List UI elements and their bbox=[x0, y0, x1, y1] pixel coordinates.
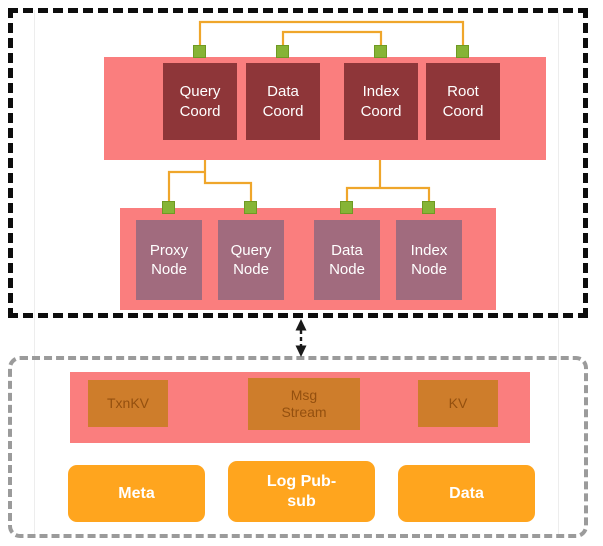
box-label: Data Coord bbox=[262, 83, 304, 120]
port-icon bbox=[422, 201, 435, 214]
box-root-coord: Root Coord bbox=[426, 63, 500, 140]
box-label: Data Node bbox=[329, 241, 365, 279]
box-label: TxnKV bbox=[106, 394, 149, 411]
box-meta: Meta bbox=[68, 465, 205, 522]
port-icon bbox=[340, 201, 353, 214]
bidirectional-arrow-icon bbox=[295, 319, 307, 357]
box-label: Data bbox=[449, 484, 484, 502]
box-label: Log Pub-sub bbox=[266, 472, 337, 510]
box-label: Root Coord bbox=[442, 83, 484, 120]
port-icon bbox=[244, 201, 257, 214]
box-query-coord: Query Coord bbox=[163, 63, 237, 140]
box-msg-stream: Msg Stream bbox=[248, 378, 360, 430]
box-data-node: Data Node bbox=[314, 220, 380, 300]
box-label: KV bbox=[448, 394, 468, 411]
box-label: Query Node bbox=[230, 241, 272, 279]
box-kv: KV bbox=[418, 380, 498, 427]
box-data-storage: Data bbox=[398, 465, 535, 522]
box-label: Query Coord bbox=[179, 83, 221, 120]
background-guide-line bbox=[34, 10, 35, 536]
compute-section-border bbox=[8, 8, 588, 318]
storage-section-border bbox=[8, 356, 588, 538]
port-icon bbox=[456, 45, 469, 58]
box-label: Index Node bbox=[410, 241, 448, 279]
port-icon bbox=[276, 45, 289, 58]
box-txnkv: TxnKV bbox=[88, 380, 168, 427]
box-query-node: Query Node bbox=[218, 220, 284, 300]
box-log-pubsub: Log Pub-sub bbox=[228, 461, 375, 522]
background-guide-line bbox=[558, 10, 559, 536]
box-index-node: Index Node bbox=[396, 220, 462, 300]
box-proxy-node: Proxy Node bbox=[136, 220, 202, 300]
box-data-coord: Data Coord bbox=[246, 63, 320, 140]
box-index-coord: Index Coord bbox=[344, 63, 418, 140]
port-icon bbox=[162, 201, 175, 214]
box-label: Index Coord bbox=[360, 83, 402, 120]
box-label: Proxy Node bbox=[149, 241, 189, 279]
box-label: Meta bbox=[118, 484, 155, 502]
box-label: Msg Stream bbox=[281, 386, 327, 421]
port-icon bbox=[374, 45, 387, 58]
port-icon bbox=[193, 45, 206, 58]
